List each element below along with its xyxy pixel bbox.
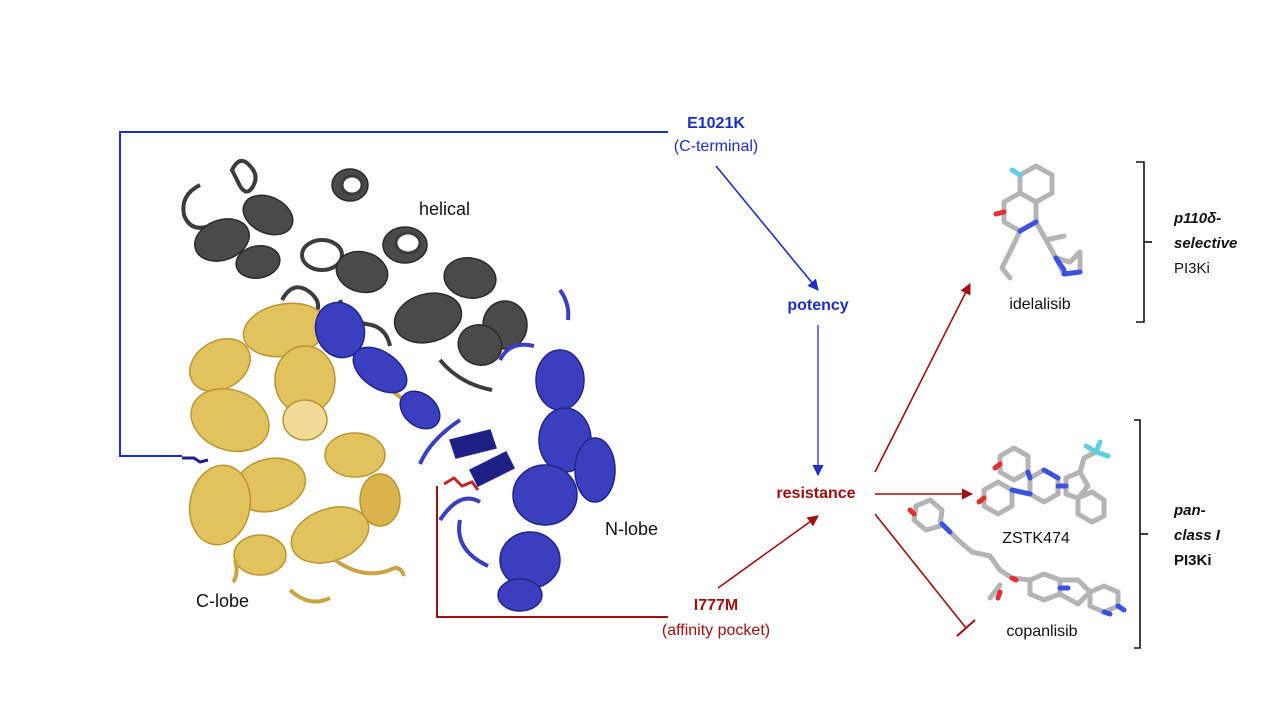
i777m-label: I777M (693, 597, 739, 614)
pan-group-line2: class I (1174, 527, 1220, 544)
copanlisib-structure (907, 497, 1127, 617)
potency-label: potency (787, 297, 849, 314)
selective-group-line3: PI3Ki (1174, 260, 1210, 277)
i777m-bracket-line (436, 486, 668, 618)
arrow-i777m-to-resistance (717, 515, 819, 589)
c-lobe-domain (188, 302, 422, 604)
i777m-residue (443, 476, 480, 491)
selective-group-line1: p110δ- (1174, 210, 1222, 227)
i777m-sublabel: (affinity pocket) (661, 622, 771, 639)
inhibition-resistance-to-copanlisib (874, 513, 976, 637)
arrow-resistance-to-idelalisib (874, 283, 971, 473)
zstk474-structure (976, 439, 1111, 525)
e1021k-residue (182, 456, 209, 464)
pan-group-line1: pan- (1174, 502, 1206, 519)
e1021k-label: E1021K (687, 115, 745, 132)
arrow-e1021k-to-potency (715, 165, 819, 291)
protein-structure (181, 158, 616, 612)
pan-group-line3: PI3Ki (1174, 552, 1212, 569)
idelalisib-structure (993, 163, 1083, 281)
n-lobe-domain (314, 288, 616, 612)
selective-group-bracket (1136, 161, 1145, 323)
resistance-label: resistance (776, 485, 856, 502)
c-lobe-label: C-lobe (196, 591, 250, 611)
copanlisib-label: copanlisib (1006, 623, 1078, 640)
zstk474-label: ZSTK474 (1002, 530, 1070, 547)
pan-group-bracket (1134, 419, 1141, 649)
selective-group-line2: selective (1174, 235, 1238, 252)
e1021k-sublabel: (C-terminal) (673, 138, 759, 155)
idelalisib-label: idelalisib (1009, 296, 1071, 313)
helical-domain (181, 158, 528, 392)
e1021k-bracket-line (119, 131, 668, 457)
helical-domain-label: helical (419, 199, 471, 219)
n-lobe-label: N-lobe (605, 519, 659, 539)
